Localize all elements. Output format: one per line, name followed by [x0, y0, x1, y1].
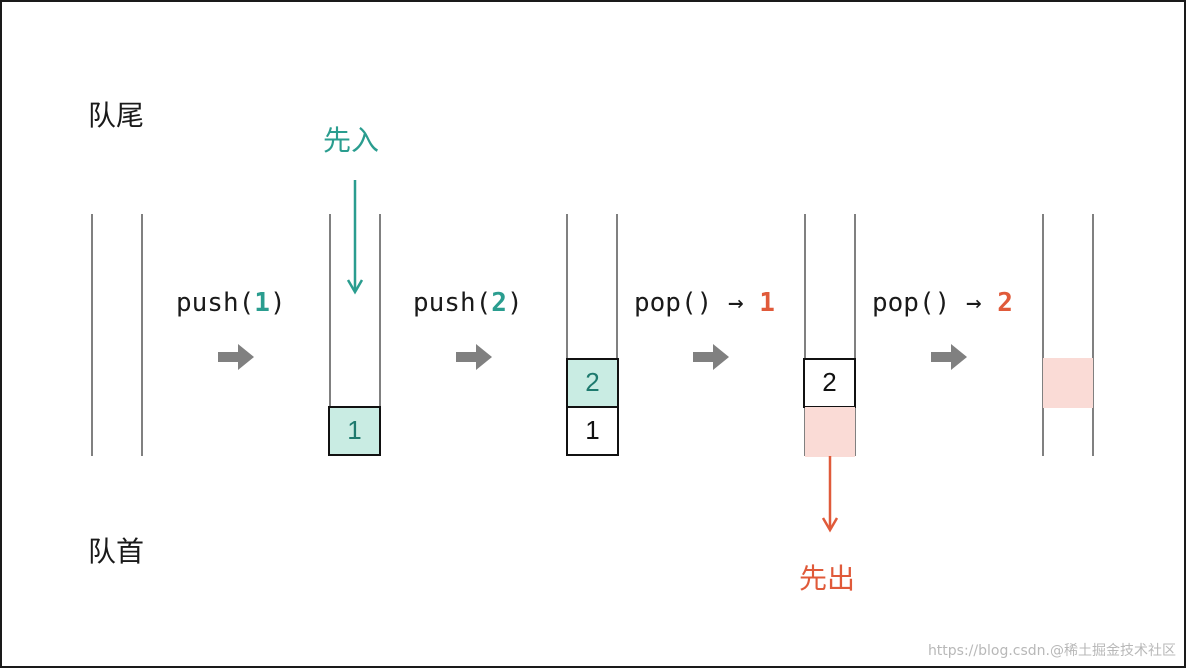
step-arrow-icon	[456, 344, 492, 370]
operation-push-1: push(1)	[176, 288, 286, 318]
queue-3-left-wall	[804, 214, 806, 456]
queue-3-right-wall	[854, 214, 856, 456]
op-close: )	[506, 288, 523, 318]
queue-0-left-wall	[91, 214, 93, 456]
queue-2-cell-2: 2	[566, 358, 619, 408]
step-arrow-icon	[931, 344, 967, 370]
op-close: )	[269, 288, 286, 318]
op-result: 1	[759, 288, 775, 318]
queue-head-label: 队首	[88, 535, 145, 568]
op-arg: 2	[491, 288, 507, 318]
queue-4-right-wall	[1092, 214, 1094, 456]
op-arg: 1	[254, 288, 270, 318]
op-name: pop()	[872, 288, 951, 318]
first-in-label: 先入	[323, 124, 380, 157]
op-name: push(	[176, 288, 255, 318]
queue-1-cell-1: 1	[328, 406, 381, 456]
queue-4-removed-slot	[1043, 358, 1093, 408]
first-out-label: 先出	[799, 562, 856, 595]
operation-pop-1: pop() → 1	[634, 288, 775, 318]
op-result: 2	[997, 288, 1013, 318]
step-arrow-icon	[218, 344, 254, 370]
queue-tail-label: 队尾	[88, 99, 145, 132]
op-arrow: →	[712, 288, 760, 318]
queue-3-removed-slot	[805, 407, 855, 457]
operation-pop-2: pop() → 2	[872, 288, 1013, 318]
op-name: pop()	[634, 288, 713, 318]
queue-1-right-wall	[379, 214, 381, 456]
queue-2-cell-1: 1	[566, 406, 619, 456]
operation-push-2: push(2)	[413, 288, 523, 318]
watermark: https://blog.csdn.@稀土掘金技术社区	[927, 643, 1176, 659]
dequeue-arrow-icon	[821, 456, 839, 533]
step-arrow-icon	[693, 344, 729, 370]
op-arrow: →	[950, 288, 998, 318]
op-name: push(	[413, 288, 492, 318]
queue-0-right-wall	[141, 214, 143, 456]
queue-4-left-wall	[1042, 214, 1044, 456]
queue-2-right-wall	[616, 214, 618, 456]
queue-2-left-wall	[566, 214, 568, 456]
queue-1-left-wall	[329, 214, 331, 456]
queue-3-cell-2: 2	[803, 358, 856, 408]
enqueue-arrow-icon	[346, 180, 364, 295]
